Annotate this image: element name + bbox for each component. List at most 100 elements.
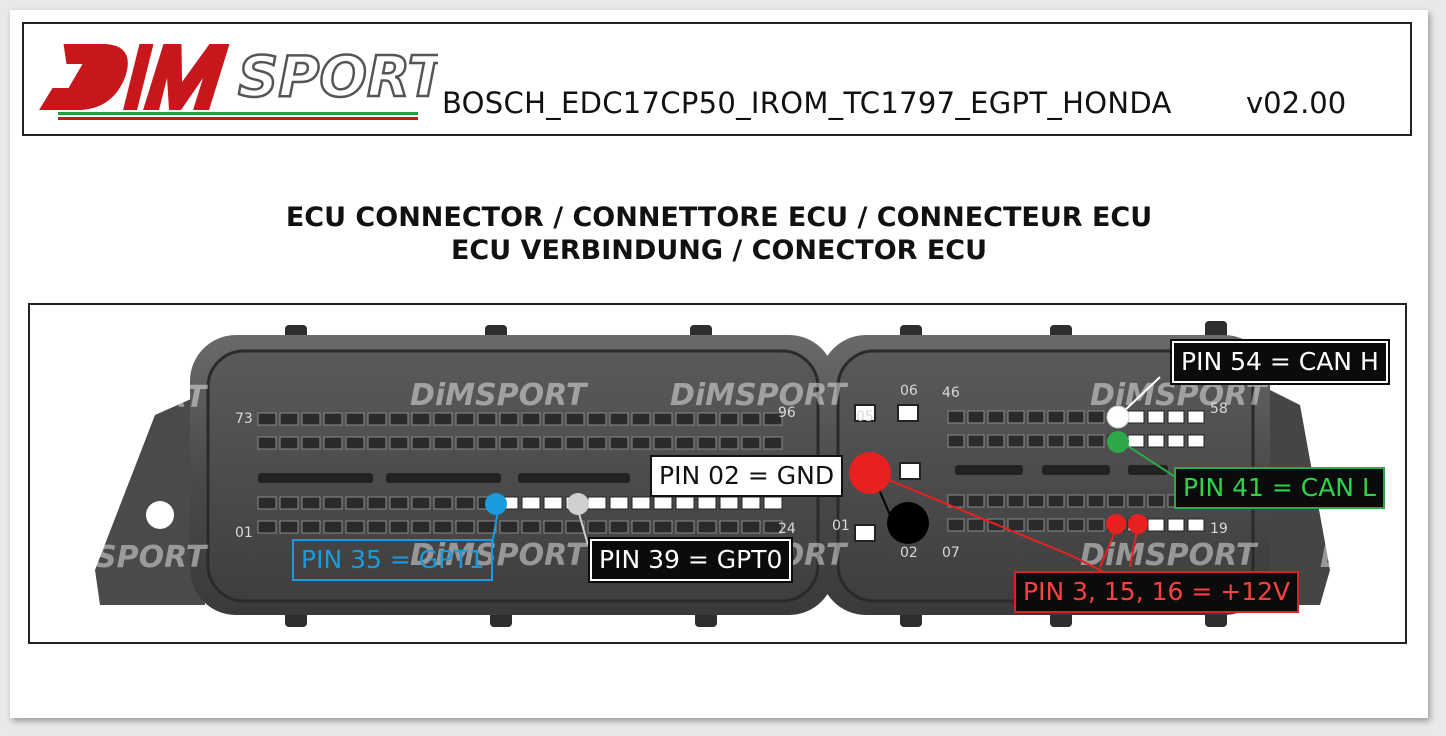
connector-pin: [609, 412, 629, 426]
connector-pin: [565, 436, 585, 450]
connector-pin: [257, 436, 277, 450]
pin-number-tag: 07: [942, 545, 960, 561]
watermark: DiMSPORT: [1320, 380, 1405, 415]
connector-pin: [499, 520, 519, 534]
connector-pin: [1147, 518, 1165, 532]
connector-pin: [1007, 434, 1025, 448]
connector-pin: [411, 436, 431, 450]
connector-pin: [719, 412, 739, 426]
connector-pin: [631, 496, 651, 510]
connector-pin: [1107, 494, 1125, 508]
connector-pin: [675, 520, 695, 534]
connector-pin: [499, 436, 519, 450]
connector-pin: [521, 436, 541, 450]
connector-pin: [389, 436, 409, 450]
connector-pin: [345, 496, 365, 510]
connector-pin: [763, 412, 783, 426]
connector-pin: [1027, 410, 1045, 424]
pin-number-tag: 58: [1210, 401, 1228, 417]
connector-pin: [1087, 410, 1105, 424]
connector-pin: [1167, 518, 1185, 532]
watermark: DiMSPORT: [30, 540, 209, 575]
connector-pin: [257, 520, 277, 534]
connector-pin: [987, 410, 1005, 424]
connector-pin: [719, 436, 739, 450]
connector-pin: [697, 436, 717, 450]
connector-pin: [987, 434, 1005, 448]
connector-pin: [653, 436, 673, 450]
section-title-line1: ECU CONNECTOR / CONNETTORE ECU / CONNECT…: [285, 202, 1153, 233]
connector-pin: [565, 520, 585, 534]
watermark: DiMSPORT: [410, 538, 589, 573]
connector-pin: [741, 496, 761, 510]
connector-pin: [323, 412, 343, 426]
connector-pin: [1087, 494, 1105, 508]
connector-pin: [279, 412, 299, 426]
connector-pin: [763, 496, 783, 510]
power-pin-marker: [849, 452, 891, 494]
can-l-pin-marker: [1107, 431, 1129, 453]
connector-pin: [967, 518, 985, 532]
connector-pin: [543, 436, 563, 450]
connector-pin: [587, 436, 607, 450]
connector-pin: [1007, 518, 1025, 532]
connector-pin: [947, 518, 965, 532]
connector-pin: [301, 496, 321, 510]
connector-pin: [367, 436, 387, 450]
connector-pin: [1147, 410, 1165, 424]
connector-pin: [279, 520, 299, 534]
connector-pin: [1007, 410, 1025, 424]
section-title-line2: ECU VERBINDUNG / CONECTOR ECU: [450, 235, 988, 266]
connector-pin: [697, 496, 717, 510]
dimsport-logo: SPORT: [39, 44, 438, 120]
connector-pin: [967, 410, 985, 424]
connector-pin: [1147, 494, 1165, 508]
connector-pin: [1027, 434, 1045, 448]
connector-pin: [521, 496, 541, 510]
callout-gnd: PIN 02 = GND: [650, 455, 844, 497]
connector-pin: [675, 436, 695, 450]
connector-pin: [631, 412, 651, 426]
pin-number-tag: 01: [832, 518, 850, 534]
connector-pin: [741, 520, 761, 534]
power-pin-marker: [1106, 514, 1126, 534]
pin-number-tag: 05: [856, 409, 874, 425]
connector-pin: [257, 412, 277, 426]
connector-pin: [987, 494, 1005, 508]
leader-gpt0: [577, 509, 589, 546]
connector-pin: [1087, 434, 1105, 448]
connector-pin: [1187, 434, 1205, 448]
connector-pin: [411, 496, 431, 510]
connector-pin: [1067, 410, 1085, 424]
connector-pin: [367, 520, 387, 534]
watermark: DiMSPORT: [410, 378, 589, 413]
connector-pin: [631, 436, 651, 450]
connector-pin: [543, 412, 563, 426]
connector-pin: [411, 412, 431, 426]
connector-pin: [1167, 434, 1185, 448]
connector-pin: [653, 496, 673, 510]
connector-pin: [675, 412, 695, 426]
connector-pin: [947, 434, 965, 448]
connector-pin: [455, 496, 475, 510]
connector-pin: [697, 520, 717, 534]
connector-pin: [653, 412, 673, 426]
connector-pin: [587, 412, 607, 426]
gpt1-pin-marker: [485, 493, 507, 515]
connector-pin: [455, 436, 475, 450]
document-title: BOSCH_EDC17CP50_IROM_TC1797_EGPT_HONDA: [442, 86, 1172, 120]
pin-number-tag: 73: [235, 411, 253, 427]
connector-pin: [521, 520, 541, 534]
connector-pin: [719, 496, 739, 510]
gnd-pin-marker: [887, 502, 929, 544]
watermark: DiMSPORT: [1320, 540, 1405, 575]
connector-pin: [477, 520, 497, 534]
document-sheet: SPORT BOSCH_EDC17CP50_IROM_TC1797_EGPT_H…: [10, 10, 1428, 718]
connector-pin: [1087, 518, 1105, 532]
pin-number-tag: 24: [778, 521, 796, 537]
connector-pin: [741, 412, 761, 426]
connector-pin: [1047, 494, 1065, 508]
connector-pin: [279, 436, 299, 450]
callout-can-l: PIN 41 = CAN L: [1174, 467, 1385, 509]
connector-pin: [1067, 494, 1085, 508]
